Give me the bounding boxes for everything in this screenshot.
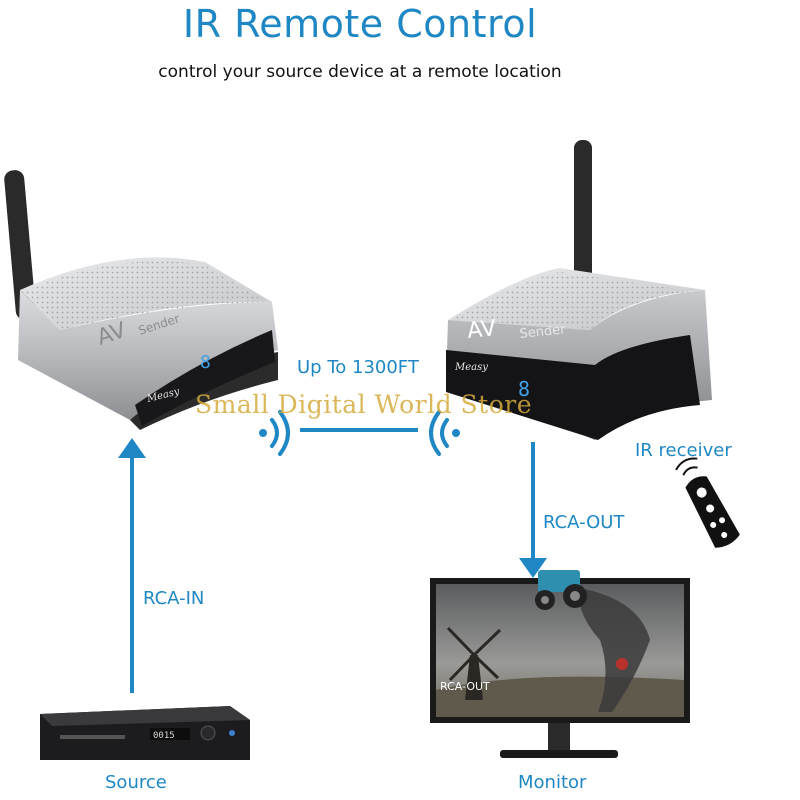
right-sender-brand: Measy <box>454 362 488 373</box>
wireless-link-line <box>300 428 418 432</box>
windmill-icon <box>446 626 502 700</box>
source-label: Source <box>105 772 167 793</box>
ir-receiver-label: IR receiver <box>635 440 732 461</box>
rca-in-label: RCA-IN <box>143 588 205 609</box>
left-wireless-signal-icon <box>259 410 290 456</box>
page-title: IR Remote Control <box>182 2 538 46</box>
right-antenna-icon <box>574 140 592 290</box>
right-sender-sub-label: Sender <box>519 322 567 342</box>
distance-label: Up To 1300FT <box>297 357 419 378</box>
left-sender-display: 8 <box>200 352 211 373</box>
right-sender-device: AV Sender 8 Measy <box>446 140 712 440</box>
tornado-icon <box>579 588 650 712</box>
monitor-overlay-text: RCA-OUT <box>440 680 490 693</box>
dvd-player-device: 0015 <box>40 706 250 760</box>
right-sender-display: 8 <box>518 377 530 401</box>
right-wireless-signal-icon <box>429 410 460 456</box>
rca-in-arrow <box>118 438 146 693</box>
right-sender-model-label: AV <box>466 316 497 344</box>
dvd-display-text: 0015 <box>153 731 175 741</box>
tractor-icon <box>535 570 587 610</box>
rca-out-arrow <box>519 442 547 578</box>
monitor-device: RCA-OUT <box>430 570 690 758</box>
page-subtitle: control your source device at a remote l… <box>158 62 562 82</box>
monitor-label: Monitor <box>518 772 587 793</box>
remote-control-icon <box>675 457 740 548</box>
rca-out-label: RCA-OUT <box>543 512 625 533</box>
left-antenna-icon <box>4 170 36 320</box>
left-sender-device: AV Sender 8 Measy <box>4 170 278 430</box>
watermark: Small Digital World Store <box>195 390 533 419</box>
